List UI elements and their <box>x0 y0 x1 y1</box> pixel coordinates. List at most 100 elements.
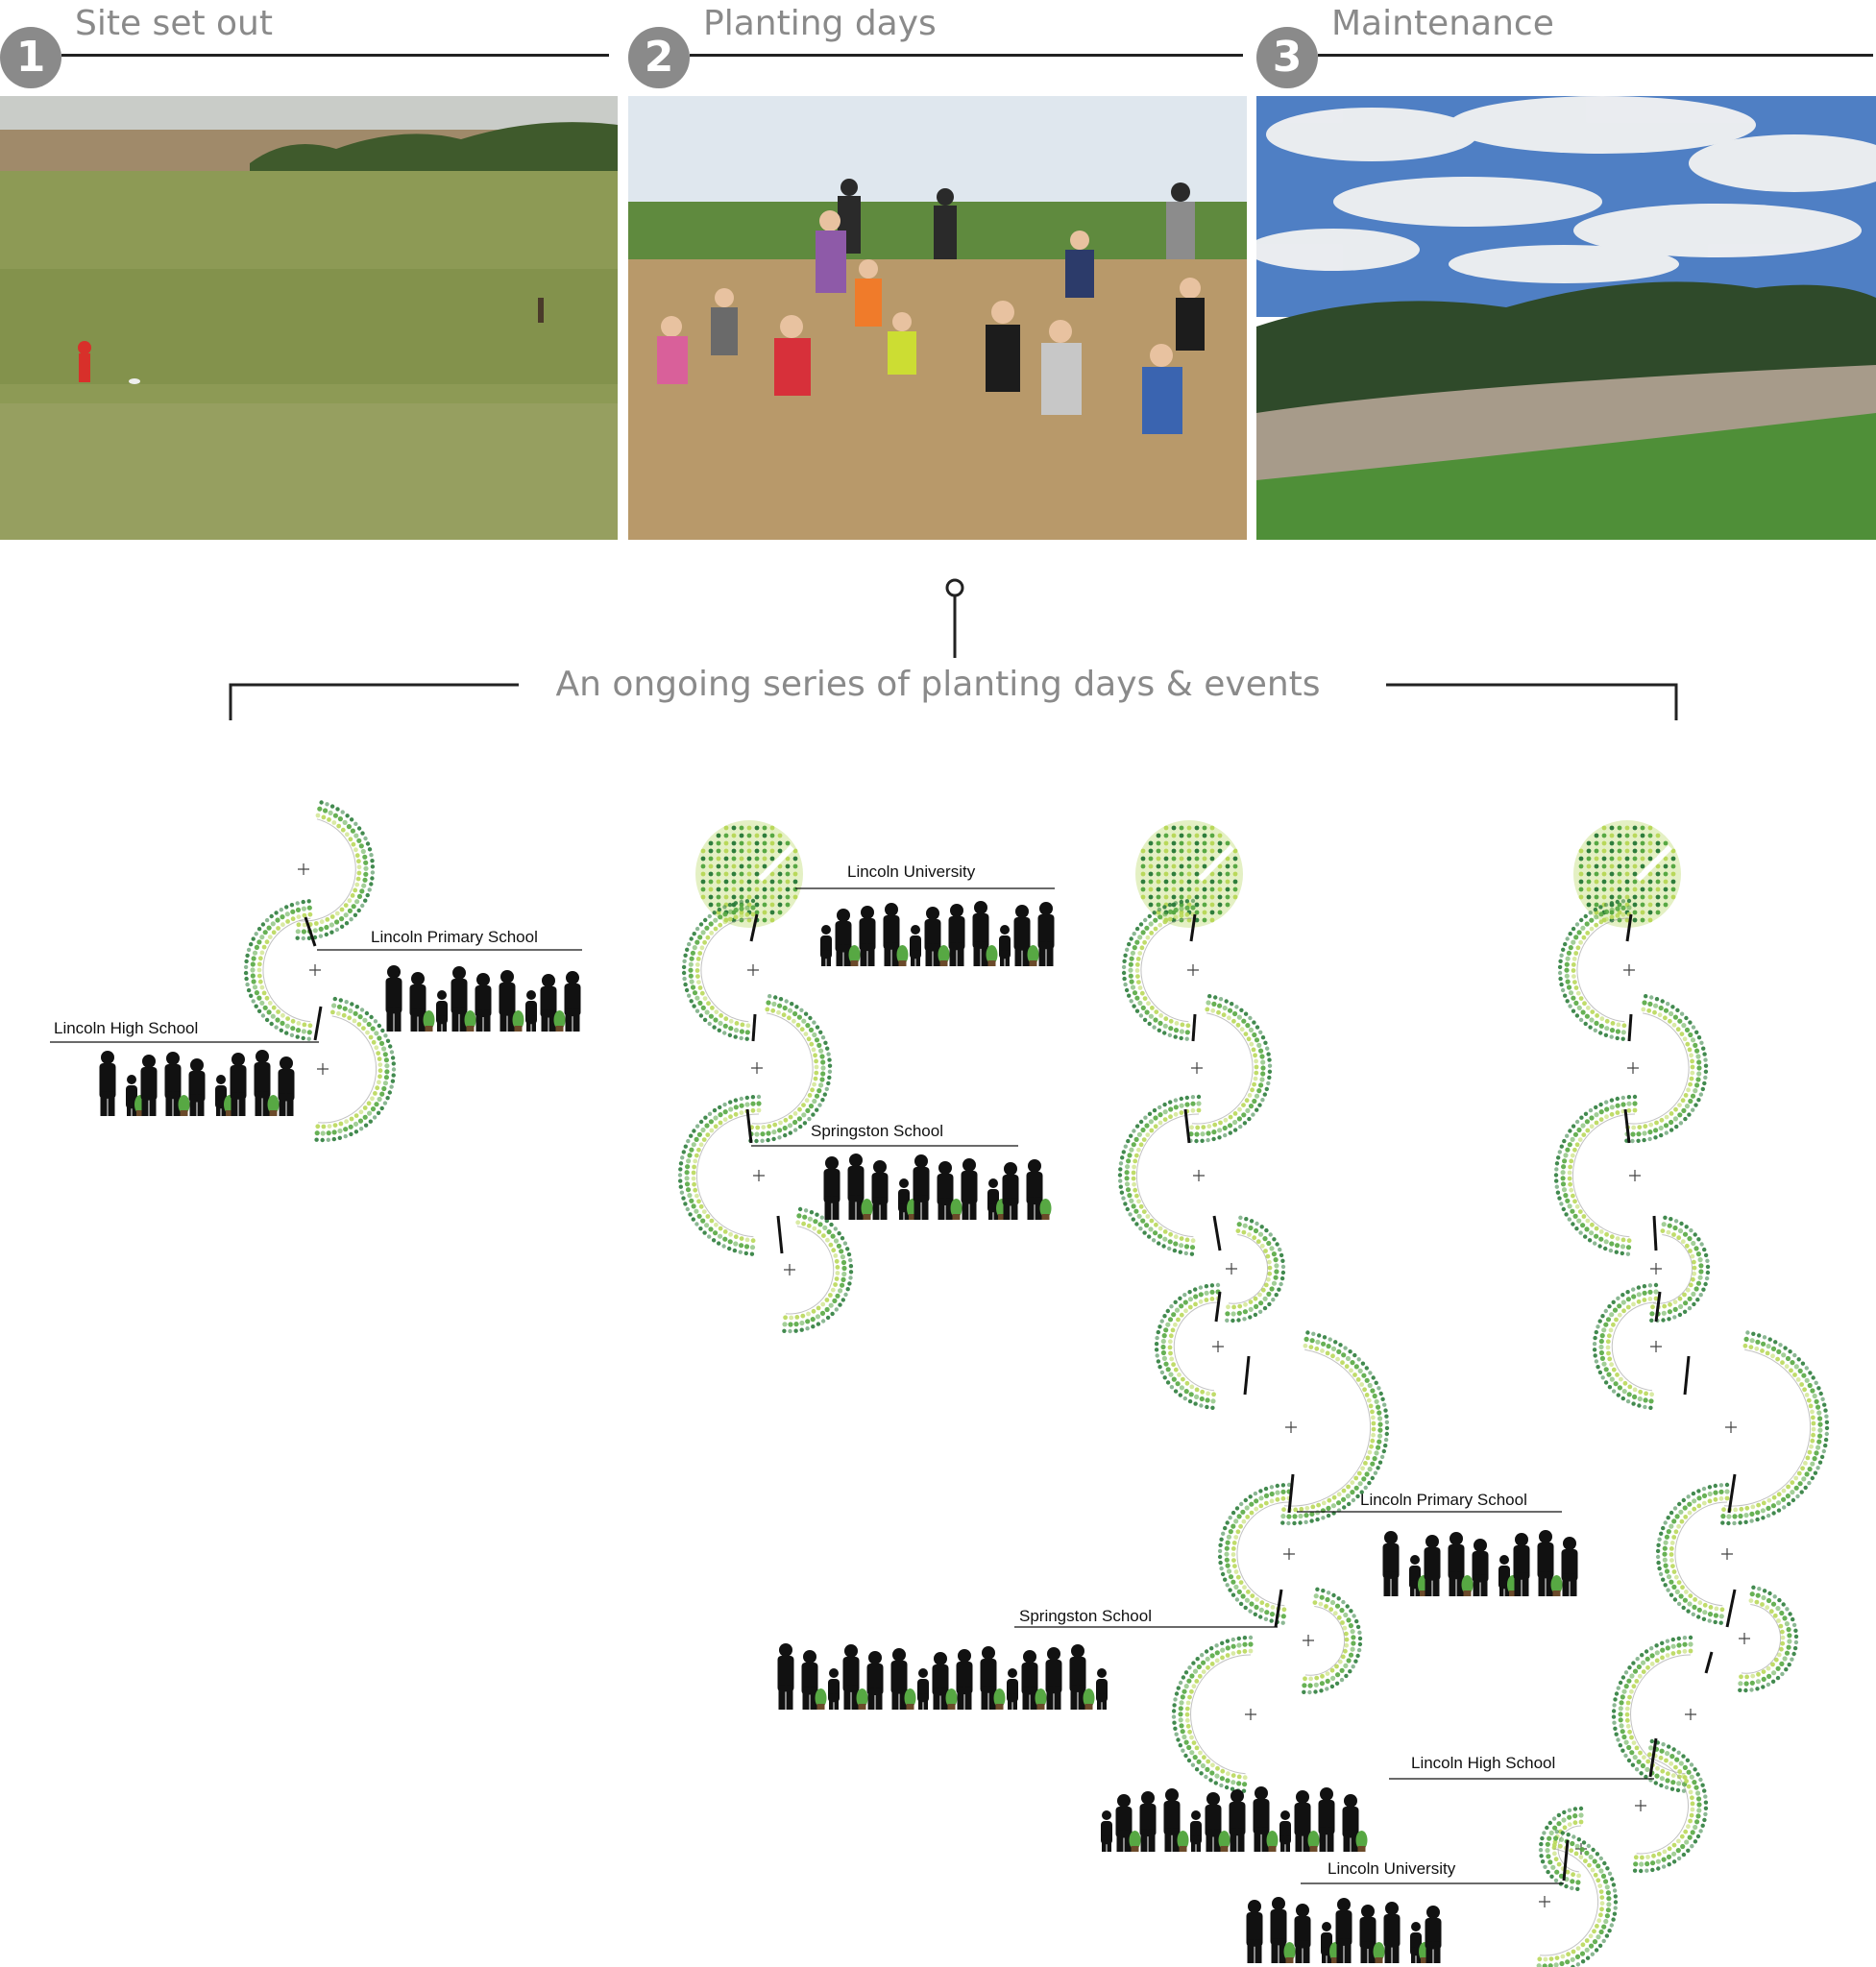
adult-silhouette <box>254 1050 271 1116</box>
stage-2-rule <box>690 54 1243 57</box>
adult-silhouette <box>835 909 852 966</box>
planting-arc <box>1738 1585 1799 1693</box>
group-label-lincoln-high-school: Lincoln High School <box>54 1019 199 1037</box>
plant-icon <box>1083 1688 1095 1708</box>
adult-silhouette <box>188 1058 206 1116</box>
people-silhouette-group <box>777 1643 1108 1710</box>
child-silhouette <box>436 990 448 1032</box>
child-silhouette <box>1096 1668 1108 1710</box>
centre-cross <box>1187 964 1199 976</box>
child-silhouette <box>215 1075 227 1116</box>
child-silhouette <box>1410 1922 1422 1963</box>
centre-cross <box>1283 1548 1295 1560</box>
stage-2-header: 2 Planting days <box>628 0 1243 96</box>
adult-silhouette <box>1425 1906 1442 1963</box>
plant-icon <box>464 1010 476 1030</box>
adult-silhouette <box>1026 1159 1043 1220</box>
adult-silhouette <box>99 1051 116 1116</box>
segment-divider <box>1562 1839 1570 1882</box>
adult-silhouette <box>1294 1790 1311 1852</box>
centre-cross <box>1650 1341 1662 1352</box>
plant-icon <box>896 945 909 964</box>
planting-arc <box>1121 898 1199 1041</box>
adult-silhouette <box>1139 1791 1157 1852</box>
child-silhouette <box>1101 1810 1112 1852</box>
adult-silhouette <box>972 901 989 966</box>
adult-silhouette <box>1045 1647 1062 1710</box>
adult-silhouette <box>1163 1788 1181 1852</box>
plant-icon <box>178 1095 190 1114</box>
child-silhouette <box>126 1075 137 1116</box>
adult-silhouette <box>278 1056 295 1116</box>
series-bracket <box>229 578 1678 720</box>
adult-silhouette <box>564 971 581 1032</box>
segment-divider <box>1212 1215 1222 1251</box>
segment-divider <box>1727 1473 1737 1514</box>
adult-silhouette <box>499 970 516 1032</box>
child-silhouette <box>1409 1555 1421 1596</box>
people-silhouettes <box>99 901 1578 1963</box>
people-silhouette-group <box>385 965 581 1032</box>
plant-icon <box>986 945 998 964</box>
planting-arcs <box>50 800 1830 1967</box>
planting-arc <box>1154 1282 1224 1411</box>
plant-icon <box>553 1010 566 1030</box>
adult-silhouette <box>956 1649 973 1710</box>
plant-icon <box>945 1688 958 1708</box>
plant-icon <box>861 1199 873 1218</box>
adult-silhouette <box>540 974 557 1032</box>
plant-icon <box>1129 1831 1141 1850</box>
centre-cross <box>1685 1709 1696 1720</box>
adult-silhouette <box>871 1160 889 1220</box>
adult-silhouette <box>385 965 402 1032</box>
adult-silhouette <box>1448 1532 1465 1596</box>
adult-silhouette <box>1382 1531 1400 1596</box>
planting-arc <box>1536 1829 1619 1967</box>
stage-3-header: 3 Maintenance <box>1256 0 1876 96</box>
child-silhouette <box>898 1178 910 1220</box>
plant-icon <box>1283 1942 1296 1961</box>
adult-silhouette <box>980 1646 997 1710</box>
adult-silhouette <box>409 972 426 1032</box>
centre-cross <box>298 863 309 875</box>
plant-icon <box>938 945 950 964</box>
people-silhouette-group <box>99 1050 295 1116</box>
adult-silhouette <box>932 1652 949 1710</box>
adult-silhouette <box>1021 1650 1038 1710</box>
centre-cross <box>784 1264 795 1275</box>
adult-silhouette <box>961 1158 978 1220</box>
adult-silhouette <box>777 1643 794 1710</box>
planting-arc <box>1117 1094 1205 1256</box>
segment-divider <box>1704 1651 1714 1674</box>
group-label-lincoln-high-school-2: Lincoln High School <box>1411 1754 1556 1772</box>
adult-silhouette <box>1037 902 1055 966</box>
adult-silhouette <box>866 1651 884 1710</box>
centre-cross <box>1623 964 1635 976</box>
people-silhouette-group <box>1246 1897 1442 1963</box>
adult-silhouette <box>890 1648 908 1710</box>
adult-silhouette <box>1205 1792 1222 1852</box>
child-silhouette <box>828 1668 840 1710</box>
adult-silhouette <box>451 966 468 1032</box>
adult-silhouette <box>1253 1786 1270 1852</box>
planting-arc <box>314 996 397 1143</box>
people-silhouette-group <box>823 1153 1052 1220</box>
segment-divider <box>1183 1108 1191 1144</box>
segment-divider <box>1683 1355 1691 1396</box>
adult-silhouette <box>1318 1787 1335 1852</box>
plant-icon <box>1027 945 1039 964</box>
adult-silhouette <box>801 1650 818 1710</box>
planting-arc <box>1611 1635 1696 1793</box>
adult-silhouette <box>1513 1533 1530 1596</box>
adult-silhouette <box>1013 905 1031 966</box>
stage-3-title: Maintenance <box>1331 4 1554 43</box>
centre-cross <box>753 1170 765 1181</box>
centre-cross <box>1285 1421 1297 1433</box>
plant-icon <box>1218 1831 1230 1850</box>
planting-days-photo <box>628 96 1247 540</box>
adult-silhouette <box>948 904 965 966</box>
plant-icon <box>1550 1575 1563 1594</box>
segment-divider <box>1287 1473 1295 1514</box>
centre-cross <box>1739 1633 1750 1644</box>
group-label-springston-school-2: Springston School <box>1019 1607 1152 1625</box>
